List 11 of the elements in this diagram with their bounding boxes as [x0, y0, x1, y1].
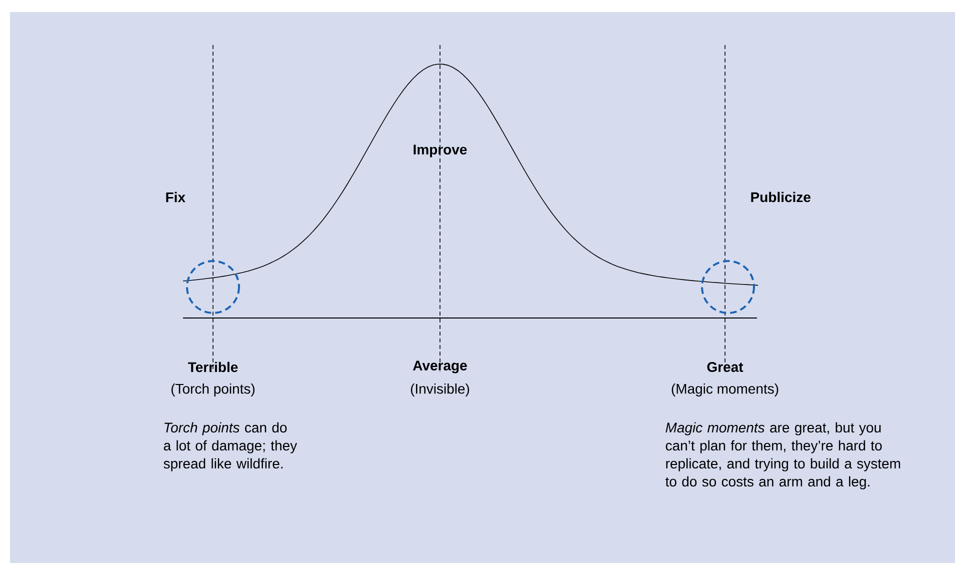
label: Fix: [166, 192, 186, 202]
label: Average: [413, 360, 467, 374]
note-text: Torch points can do a lot of damage; they spread like wildfire.: [164, 422, 298, 472]
label: Publicize: [751, 192, 810, 202]
label: (Magic moments): [672, 383, 778, 397]
label: (Invisible): [410, 383, 470, 397]
note-text: Magic moments are great, but you can’t plan for them, they’re hard to replicate, and trying to build a system to do so costs an arm and a leg.: [665, 422, 900, 490]
label: Improve: [414, 144, 467, 158]
label: Terrible: [188, 362, 238, 372]
label: Great: [707, 362, 744, 372]
label: (Torch points): [171, 383, 254, 397]
